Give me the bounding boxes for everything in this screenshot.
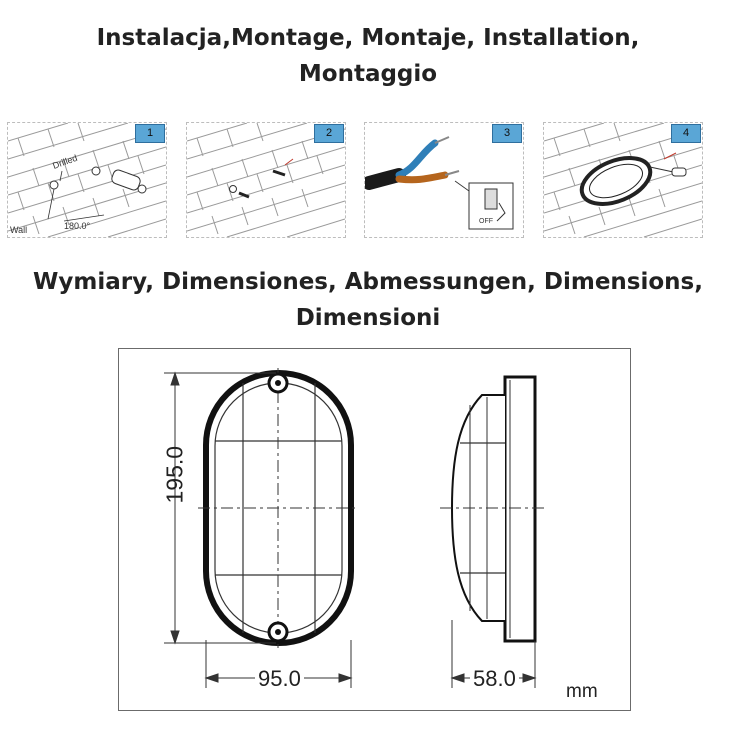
step-number-badge: 2 <box>314 124 344 143</box>
step-number-badge: 1 <box>135 124 165 143</box>
step-1-panel: Drilled Wall 180.0° 1 <box>7 122 167 238</box>
step-3-panel: OFF 3 <box>364 122 524 238</box>
cable-icon <box>365 168 406 190</box>
dimensions-title: Wymiary, Dimensiones, Abmessungen, Dimen… <box>0 264 736 336</box>
step-4-panel: 4 <box>543 122 703 238</box>
depth-dimension-line <box>450 620 537 688</box>
installation-title-line-1: Instalacja,Montage, Montaje, Installatio… <box>96 25 640 51</box>
depth-dimension-label: 58.0 <box>470 666 519 692</box>
height-dimension-label: 195.0 <box>161 445 188 504</box>
power-switch-icon: OFF <box>468 182 514 230</box>
height-dimension-line <box>164 371 276 645</box>
switch-off-label: OFF <box>479 218 493 225</box>
brick-wall <box>8 123 166 237</box>
wall-label: Wall <box>10 225 27 235</box>
unit-label: mm <box>566 681 598 703</box>
step-4-illustration <box>544 123 702 237</box>
step-number-badge: 4 <box>671 124 701 143</box>
screw-icon <box>671 167 687 177</box>
wall-plug-icon <box>272 169 286 177</box>
installation-title-line-2: Montaggio <box>298 61 438 87</box>
step-2-panel: 2 <box>186 122 346 238</box>
dimensions-title-line-1: Wymiary, Dimensiones, Abmessungen, Dimen… <box>33 269 703 295</box>
dimensions-title-line-2: Dimensioni <box>295 305 441 331</box>
step-3-illustration: OFF <box>365 136 514 230</box>
wall-plug-icon <box>238 191 250 199</box>
lamp-fixture-icon <box>579 156 653 206</box>
step-2-illustration <box>187 123 345 237</box>
lamp-side-view <box>440 375 545 643</box>
width-dimension-label: 95.0 <box>255 666 304 692</box>
angle-label: 180.0° <box>64 221 91 231</box>
step-number-badge: 3 <box>492 124 522 143</box>
brick-wall <box>187 123 345 237</box>
lamp-front-view <box>198 368 358 648</box>
screw-anchor-icon <box>111 169 147 194</box>
step-1-illustration: Drilled Wall 180.0° <box>8 123 166 237</box>
installation-title: Instalacja,Montage, Montaje, Installatio… <box>0 20 736 92</box>
